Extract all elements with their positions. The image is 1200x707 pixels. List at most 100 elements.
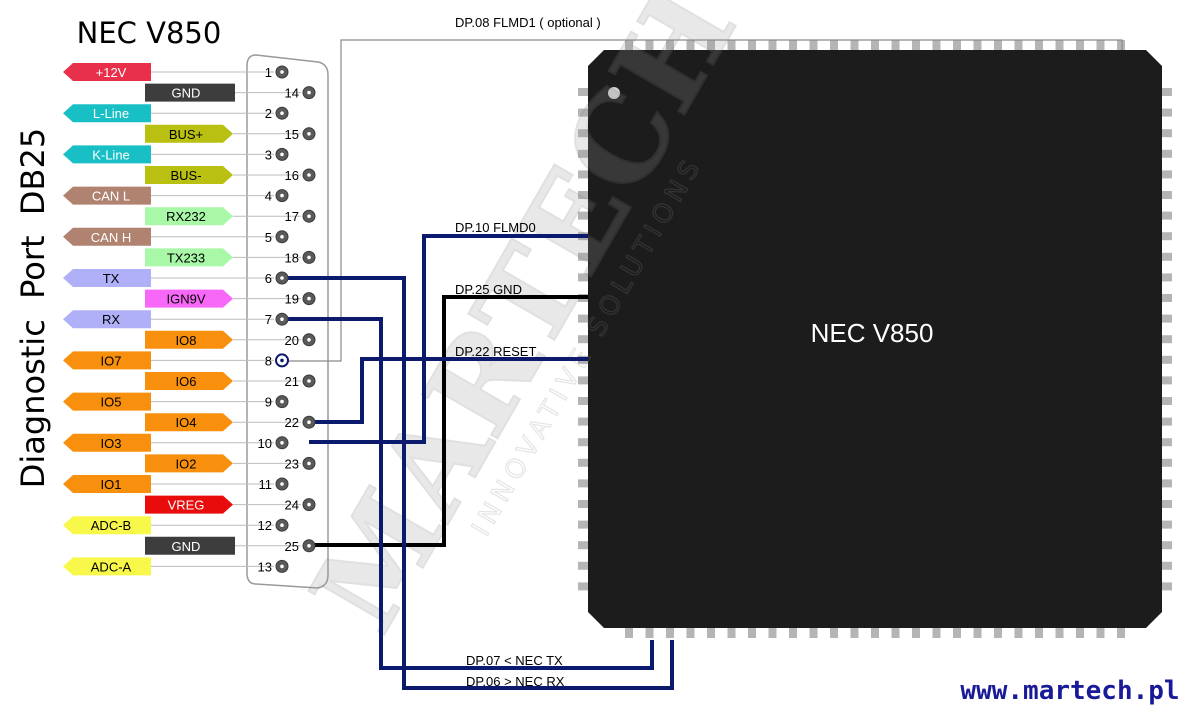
pin-contact-center	[307, 214, 311, 218]
pin-pad	[578, 561, 590, 570]
pin-pad	[1160, 232, 1172, 241]
label-reset: DP.22 RESET	[455, 344, 536, 359]
pin-pad	[578, 520, 590, 529]
pin-pad	[645, 40, 654, 52]
mcu-chip: 12345678 FLMD09 Vdo1011 GND121314 RESET1…	[578, 40, 1172, 638]
pin-pad	[1160, 129, 1172, 138]
pin-pad	[1160, 88, 1172, 96]
pin-pad	[748, 40, 756, 52]
pin-contact-center	[280, 111, 284, 115]
pin-pad	[871, 40, 879, 52]
pin-contact-center	[307, 338, 311, 342]
pin-number: 6	[265, 271, 272, 286]
pin-number: 5	[265, 230, 272, 245]
pin-pad	[578, 335, 590, 344]
pin-contact-center	[280, 564, 284, 569]
pin-pad	[686, 40, 695, 52]
pin-pad	[748, 626, 756, 638]
label-nec-tx: DP.07 < NEC TX	[466, 653, 563, 668]
pin-pad	[578, 500, 590, 508]
pin-pad	[1160, 314, 1172, 323]
pin-pad	[953, 626, 961, 638]
pin-pad	[850, 626, 859, 638]
signal-label: CAN H	[91, 230, 131, 245]
pin-pad	[1160, 438, 1172, 447]
db25-pin-3: K-Line 3	[63, 145, 289, 164]
pin-contact-center	[307, 544, 311, 548]
pin-contact-center	[307, 173, 311, 177]
pin-pad	[1096, 40, 1105, 52]
pin-pad	[1096, 626, 1105, 638]
pin-pad	[809, 626, 818, 638]
pin-pad	[666, 40, 674, 52]
pin-pad	[578, 376, 590, 385]
pin-pad	[1160, 149, 1172, 158]
pin-pad	[578, 397, 590, 405]
pin-number: 22	[285, 415, 299, 430]
pin-pad	[1160, 561, 1172, 570]
pin-pad	[932, 626, 941, 638]
signal-tag	[145, 248, 233, 267]
pin-pad	[707, 40, 715, 52]
pin-pad	[912, 626, 920, 638]
pin-pad	[871, 626, 879, 638]
signal-label: IGN9V	[166, 292, 205, 307]
pin-pad	[830, 626, 838, 638]
signal-tag	[63, 186, 151, 205]
pin-pad	[1055, 40, 1064, 52]
wires	[282, 39, 1123, 690]
pin-contact-center	[280, 152, 284, 157]
pin-pad	[707, 626, 715, 638]
pin-pad	[578, 582, 590, 591]
label-flmd0: DP.10 FLMD0	[455, 220, 536, 235]
signal-label: +12V	[96, 65, 127, 80]
pin-pad	[578, 252, 590, 261]
pin-number: 23	[285, 456, 299, 471]
pin-pad	[578, 129, 590, 138]
pin-pad	[1160, 211, 1172, 220]
pin-number: 3	[265, 147, 272, 162]
signal-tag	[63, 475, 151, 493]
signal-tag	[63, 433, 151, 452]
pin-number: 15	[285, 127, 299, 142]
chip-body	[588, 50, 1162, 628]
pin-pad	[1014, 40, 1023, 52]
pin-number: 13	[258, 559, 272, 574]
pin-number: 1	[265, 65, 272, 80]
pin-pad	[1160, 252, 1172, 261]
signal-label: RX	[102, 312, 120, 327]
pin-pad	[578, 541, 590, 550]
signal-tag	[145, 83, 235, 102]
signal-label: GND	[172, 539, 201, 554]
pin-pad	[578, 417, 590, 426]
diagram-title: NEC V850	[77, 16, 222, 50]
wire-flmd0	[309, 234, 588, 444]
signal-tag	[63, 63, 151, 81]
pin-pad	[1160, 191, 1172, 199]
pin-pad	[578, 211, 590, 220]
pin-pad	[994, 40, 1002, 52]
signal-tag	[145, 536, 235, 555]
signal-label: RX232	[166, 209, 206, 224]
pin-pad	[1014, 626, 1023, 638]
signal-tag	[63, 145, 151, 164]
pin-pad	[578, 479, 590, 488]
connection-labels: DP.08 FLMD1 ( optional ) DP.10 FLMD0 DP.…	[455, 15, 601, 689]
signal-label: K-Line	[92, 147, 130, 162]
pin-pad	[645, 626, 654, 638]
website-link[interactable]: www.martech.pl	[960, 676, 1179, 706]
pin-pad	[973, 626, 982, 638]
pin-pad	[1160, 273, 1172, 282]
pin-pad	[1160, 582, 1172, 591]
pin-pad	[1160, 458, 1172, 467]
pin-number: 16	[285, 168, 299, 183]
pin-pad	[625, 40, 633, 52]
pin-number: 8	[265, 353, 272, 368]
pin-contact-center	[280, 235, 284, 239]
